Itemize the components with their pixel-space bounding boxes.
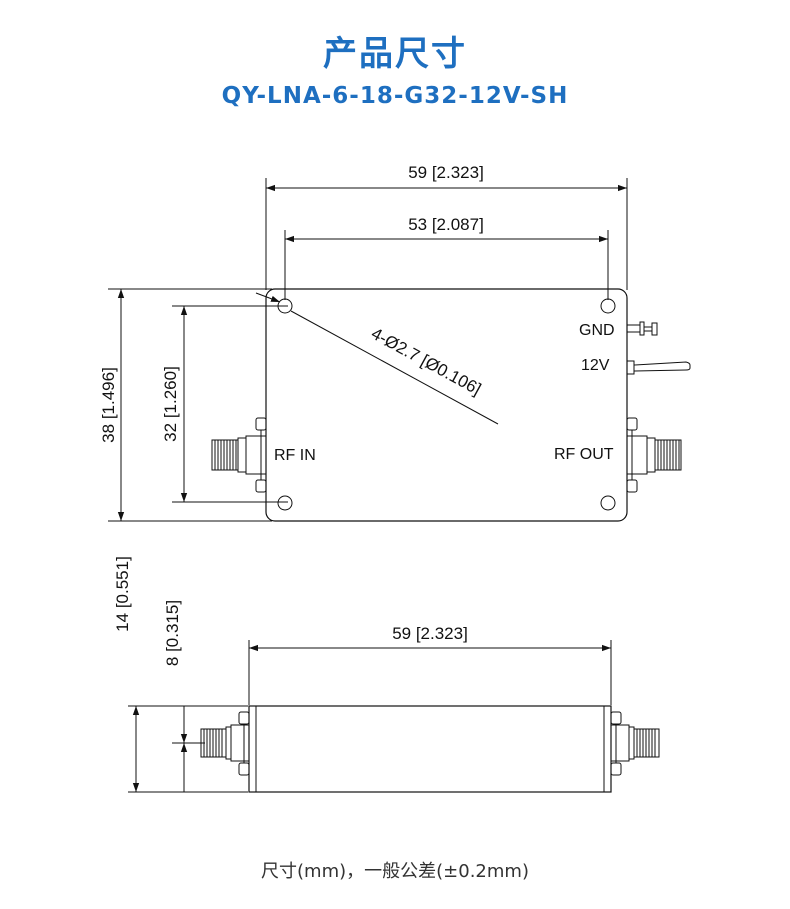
hole-width-label: 53 [2.087] [408, 215, 484, 234]
gnd-label: GND [579, 322, 615, 339]
mounting-hole [277, 495, 293, 511]
rf-in-label: RF IN [274, 447, 316, 464]
side-left-connector [200, 711, 250, 776]
tolerance-note: 尺寸(mm)，一般公差(±0.2mm) [261, 861, 529, 882]
housing-top [265, 288, 628, 522]
rf-in-connector [211, 417, 267, 493]
top-view [108, 178, 691, 522]
mounting-hole [600, 495, 616, 511]
gnd-pin [627, 321, 658, 336]
power-pin [626, 360, 691, 375]
rf-out-label: RF OUT [554, 446, 614, 463]
housing-side [248, 705, 612, 793]
rf-out-connector [626, 417, 682, 493]
side-view [128, 640, 660, 793]
side-right-connector [610, 711, 660, 776]
power-label: 12V [581, 357, 610, 374]
hole-callout-label: 4-Ø2.7 [Ø0.106] [368, 324, 484, 399]
model-number: QY-LNA-6-18-G32-12V-SH [221, 83, 569, 109]
mounting-hole [600, 298, 616, 314]
page-title: 产品尺寸 [323, 34, 467, 74]
side-width-label: 59 [2.323] [392, 624, 468, 643]
side-height-label: 14 [0.551] [113, 556, 132, 632]
hole-height-label: 32 [1.260] [161, 366, 180, 442]
mounting-hole [277, 298, 293, 314]
connector-height-label: 8 [0.315] [163, 600, 182, 666]
overall-height-label: 38 [1.496] [99, 367, 118, 443]
overall-width-label: 59 [2.323] [408, 163, 484, 182]
